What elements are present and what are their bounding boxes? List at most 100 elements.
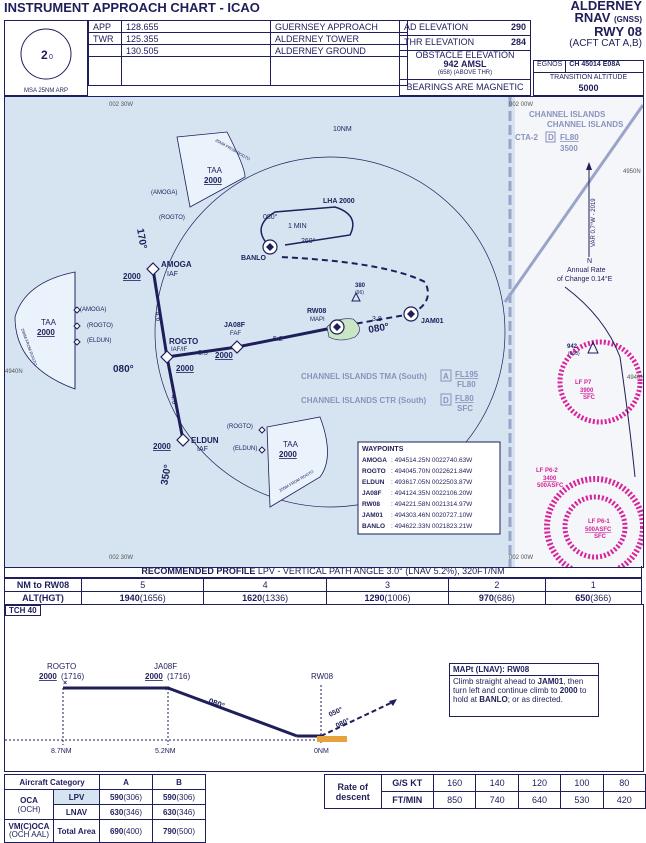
lat-mid-label-right: 4940N bbox=[627, 375, 643, 381]
waypoint-table-coord: : 494622.33N 0021823.21W bbox=[391, 523, 473, 530]
north-label: N bbox=[587, 258, 592, 265]
aircraft-category: (ACFT CAT A,B) bbox=[569, 38, 642, 49]
approach-tracks bbox=[151, 268, 338, 441]
taa-left: TAA 2000 25NM FROM ROGTO (AMOGA) (ROGTO)… bbox=[14, 271, 113, 390]
aerodrome-name: ALDERNEY bbox=[570, 0, 642, 13]
svg-text:(ROGTO): (ROGTO) bbox=[87, 323, 113, 329]
svg-text:×: × bbox=[165, 684, 170, 693]
svg-text:FL80: FL80 bbox=[457, 380, 476, 389]
variation-label: VAR 0.7°W - 2019 bbox=[591, 198, 597, 247]
dist-amoga-rogto: 4.6 bbox=[153, 311, 162, 322]
svg-text:D: D bbox=[443, 396, 449, 405]
svg-text:IAF/IF: IAF/IF bbox=[171, 347, 188, 353]
svg-text:A: A bbox=[443, 372, 449, 381]
range-ring-label: 10NM bbox=[333, 126, 352, 133]
svg-text:SFC: SFC bbox=[594, 534, 607, 540]
svg-text:TAA: TAA bbox=[41, 318, 57, 327]
obstacle-942: 942 (658) bbox=[567, 340, 599, 357]
svg-text:(ROGTO): (ROGTO) bbox=[227, 424, 253, 430]
chart-title: INSTRUMENT APPROACH CHART - ICAO bbox=[4, 0, 260, 15]
obstacle-elevation: OBSTACLE ELEVATION 942 AMSL (658) (ABOVE… bbox=[400, 51, 530, 80]
annual-rate-label: Annual Rate bbox=[567, 267, 606, 274]
tma-label: CHANNEL ISLANDS TMA (South) bbox=[301, 372, 427, 381]
waypoint-table: WAYPOINTS AMOGA: 494514.25N 0022740.63WR… bbox=[357, 441, 501, 535]
waypoint-table-coord: : 494514.25N 0022740.63W bbox=[391, 457, 473, 464]
svg-text:ROGTO: ROGTO bbox=[169, 337, 198, 346]
lon-left-label-bottom: 002 30W bbox=[109, 555, 133, 561]
svg-text:SFC: SFC bbox=[457, 404, 473, 413]
svg-text:FAF: FAF bbox=[230, 331, 241, 337]
svg-text:(AMOGA): (AMOGA) bbox=[80, 307, 106, 313]
svg-text:TAA: TAA bbox=[207, 166, 223, 175]
coastline bbox=[564, 286, 636, 478]
dist-rw08-jam01: 3.8 bbox=[372, 316, 382, 323]
svg-text:500ASFC: 500ASFC bbox=[537, 483, 564, 489]
waypoint-table-name: ROGTO bbox=[362, 468, 386, 475]
svg-text:FL195: FL195 bbox=[455, 370, 479, 379]
profile-ma-course: 050° bbox=[327, 705, 344, 718]
svg-text:RW08: RW08 bbox=[307, 308, 326, 315]
hold-inbound-label: 080° bbox=[263, 213, 278, 221]
svg-text:(AMOGA): (AMOGA) bbox=[151, 190, 177, 196]
bearings-note: BEARINGS ARE MAGNETIC bbox=[406, 82, 524, 92]
msa-label: MSA 25NM ARP bbox=[24, 88, 68, 94]
waypoint-jam01[interactable]: JAM01 bbox=[403, 306, 444, 325]
profile-rogto-alt: 2000 bbox=[39, 672, 57, 681]
alt-amoga: 2000 bbox=[123, 272, 141, 281]
tch-label: TCH 40 bbox=[5, 605, 41, 616]
ctr-label: CHANNEL ISLANDS CTR (South) bbox=[301, 396, 427, 405]
svg-text:LF P6-2: LF P6-2 bbox=[536, 468, 558, 474]
channel-islands-label: CHANNEL ISLANDS bbox=[529, 110, 606, 119]
svg-text:IAF: IAF bbox=[167, 271, 178, 278]
taa-bottom: TAA 2000 25NM FROM ROGTO (ROGTO) (ELDUN) bbox=[227, 416, 328, 508]
waypoint-rw08[interactable]: RW08 MAPI bbox=[307, 308, 345, 335]
missed-approach-turn bbox=[279, 256, 429, 315]
waypoint-eldun[interactable]: ELDUN IAF bbox=[176, 433, 219, 453]
svg-text:TAA: TAA bbox=[283, 440, 299, 449]
waypoint-rogto[interactable]: ROGTO IAF/IF bbox=[160, 337, 198, 364]
annual-rate-value: of Change 0.14°E bbox=[557, 275, 613, 283]
lon-right-label: 002 00W bbox=[509, 102, 533, 108]
course-080-final: 080° bbox=[368, 322, 390, 336]
svg-text:SFC: SFC bbox=[583, 395, 596, 401]
profile-ja08f-alt: 2000 bbox=[145, 672, 163, 681]
waypoint-ja08f[interactable]: JA08F FAF bbox=[224, 322, 246, 354]
fir-boundary bbox=[503, 104, 643, 303]
dist-rogto-eldun: 4.6 bbox=[169, 394, 178, 405]
svg-text:LF P7: LF P7 bbox=[575, 380, 592, 386]
profile-ja08f: JA08F bbox=[154, 662, 177, 671]
svg-text:ELDUN: ELDUN bbox=[191, 436, 219, 445]
svg-text:JA08F: JA08F bbox=[224, 322, 246, 329]
waypoint-banlo[interactable]: BANLO bbox=[241, 239, 278, 262]
svg-text:942: 942 bbox=[567, 344, 578, 350]
svg-text:(ROGTO): (ROGTO) bbox=[159, 215, 185, 221]
waypoint-table-name: BANLO bbox=[362, 523, 385, 530]
taa-top: TAA 2000 25NM FROM ROGTO (AMOGA) (ROGTO) bbox=[151, 131, 251, 221]
lon-right-label-bottom: 002 00W bbox=[509, 555, 533, 561]
runway-threshold bbox=[317, 736, 347, 742]
profile-rw08: RW08 bbox=[311, 672, 334, 681]
runway-name: RWY 08 bbox=[594, 24, 642, 39]
waypoint-amoga[interactable]: AMOGA IAF bbox=[146, 260, 192, 278]
plan-svg: LF P7 3900 SFC LF P6-2 3400 500ASFC LF P… bbox=[5, 97, 643, 567]
svg-text:BANLO: BANLO bbox=[241, 255, 266, 262]
waypoint-table-coord: : 494124.35N 0022106.20W bbox=[391, 490, 473, 497]
svg-text:(ELDUN): (ELDUN) bbox=[233, 446, 257, 452]
course-350: 350° bbox=[159, 464, 173, 486]
aerodrome-block: ALDERNEY RNAV (GNSS) RWY 08 (ACFT CAT A,… bbox=[569, 0, 642, 50]
dist-ja08f-rw08: 5.2 bbox=[273, 336, 283, 343]
profile-rogto: ROGTO bbox=[47, 662, 76, 671]
svg-text:3400: 3400 bbox=[543, 476, 557, 482]
holding-pattern bbox=[260, 206, 354, 248]
profile-dist-3: 0NM bbox=[314, 748, 329, 755]
msa-box: 2 0 MSA 25NM ARP bbox=[4, 20, 88, 96]
